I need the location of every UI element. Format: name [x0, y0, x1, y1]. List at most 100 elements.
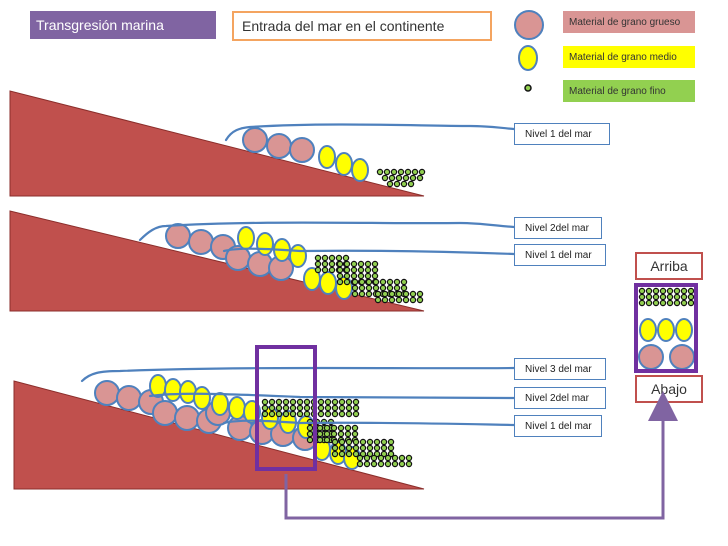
- fine-grain: [314, 254, 322, 262]
- fine-grain: [416, 290, 424, 298]
- fine-grain: [363, 454, 371, 462]
- legend-coarse-label: Material de grano grueso: [563, 11, 695, 33]
- fine-grain: [381, 296, 389, 304]
- fine-grain: [316, 424, 324, 432]
- fine-grain: [282, 410, 290, 418]
- d3-sea-line-1: [222, 419, 516, 427]
- fine-grain: [321, 260, 329, 268]
- fine-grain: [370, 454, 378, 462]
- fine-grain: [328, 266, 336, 274]
- fine-grain: [352, 398, 360, 406]
- fine-grain: [321, 266, 329, 274]
- fine-grain: [357, 266, 365, 274]
- coarse-grain: [188, 229, 214, 255]
- column-fine-grain: [645, 293, 653, 301]
- fine-grain: [363, 460, 371, 468]
- fine-grain: [373, 438, 381, 446]
- fine-grain: [289, 410, 297, 418]
- fine-grain: [416, 174, 424, 182]
- fine-grain: [316, 430, 324, 438]
- fine-grain: [296, 410, 304, 418]
- fine-grain: [409, 296, 417, 304]
- column-fine-grain: [687, 287, 695, 295]
- column-fine-grain: [638, 293, 646, 301]
- fine-grain: [393, 284, 401, 292]
- fine-grain: [331, 444, 339, 452]
- coarse-grain: [266, 133, 292, 159]
- fine-grain: [345, 398, 353, 406]
- label-d1-sea-level-1: Nivel 1 del mar: [514, 123, 610, 145]
- fine-grain: [372, 284, 380, 292]
- fine-grain: [330, 424, 338, 432]
- fine-grain: [328, 260, 336, 268]
- fine-grain: [345, 438, 353, 446]
- fine-grain: [306, 430, 314, 438]
- fine-grain: [359, 438, 367, 446]
- fine-grain: [306, 424, 314, 432]
- fine-grain: [366, 444, 374, 452]
- fine-grain: [336, 266, 344, 274]
- column-fine-grain: [652, 287, 660, 295]
- fine-grain: [303, 404, 311, 412]
- fine-grain: [345, 444, 353, 452]
- connector-arrow: [284, 391, 678, 520]
- fine-grain: [388, 174, 396, 182]
- fine-grain: [338, 438, 346, 446]
- fine-grain: [331, 404, 339, 412]
- coarse-grain: [242, 127, 268, 153]
- fine-grain: [352, 444, 360, 452]
- fine-grain: [289, 404, 297, 412]
- fine-grain: [306, 436, 314, 444]
- coarse-grain: [174, 405, 200, 431]
- fine-grain: [275, 410, 283, 418]
- fine-grain: [357, 260, 365, 268]
- column-medium-grain: [675, 318, 693, 342]
- slope-3: [13, 380, 425, 490]
- fine-grain: [331, 398, 339, 406]
- fine-grain: [393, 278, 401, 286]
- coarse-grain: [165, 223, 191, 249]
- fine-grain: [381, 290, 389, 298]
- fine-grain: [395, 174, 403, 182]
- medium-grain: [318, 145, 336, 169]
- fine-grain: [323, 436, 331, 444]
- fine-grain: [395, 290, 403, 298]
- fine-grain: [370, 460, 378, 468]
- column-fine-grain: [680, 287, 688, 295]
- column-medium-grain: [657, 318, 675, 342]
- fine-grain: [338, 444, 346, 452]
- fine-grain: [268, 410, 276, 418]
- fine-grain: [379, 278, 387, 286]
- fine-grain: [390, 168, 398, 176]
- fine-grain: [338, 398, 346, 406]
- column-fine-grain: [673, 293, 681, 301]
- slope-1: [9, 90, 425, 197]
- fine-grain: [358, 284, 366, 292]
- medium-grain: [319, 271, 337, 295]
- fine-grain: [350, 266, 358, 274]
- fine-grain: [387, 438, 395, 446]
- fine-grain: [381, 174, 389, 182]
- fine-grain: [380, 444, 388, 452]
- fine-grain: [328, 254, 336, 262]
- fine-grain: [296, 404, 304, 412]
- column-coarse-grain: [669, 344, 695, 370]
- fine-grain: [314, 266, 322, 274]
- fine-grain: [384, 454, 392, 462]
- fine-grain: [391, 454, 399, 462]
- fine-grain: [331, 410, 339, 418]
- column-fine-grain: [652, 299, 660, 307]
- fine-grain: [324, 410, 332, 418]
- fine-grain: [374, 290, 382, 298]
- fine-grain: [338, 450, 346, 458]
- fine-grain: [377, 460, 385, 468]
- fine-grain: [344, 424, 352, 432]
- column-fine-grain: [673, 299, 681, 307]
- fine-grain: [359, 444, 367, 452]
- medium-grain: [289, 244, 307, 268]
- fine-grain: [303, 398, 311, 406]
- sediments-2: [165, 223, 424, 304]
- coarse-grain: [94, 380, 120, 406]
- d3-sea-line-2: [148, 392, 516, 400]
